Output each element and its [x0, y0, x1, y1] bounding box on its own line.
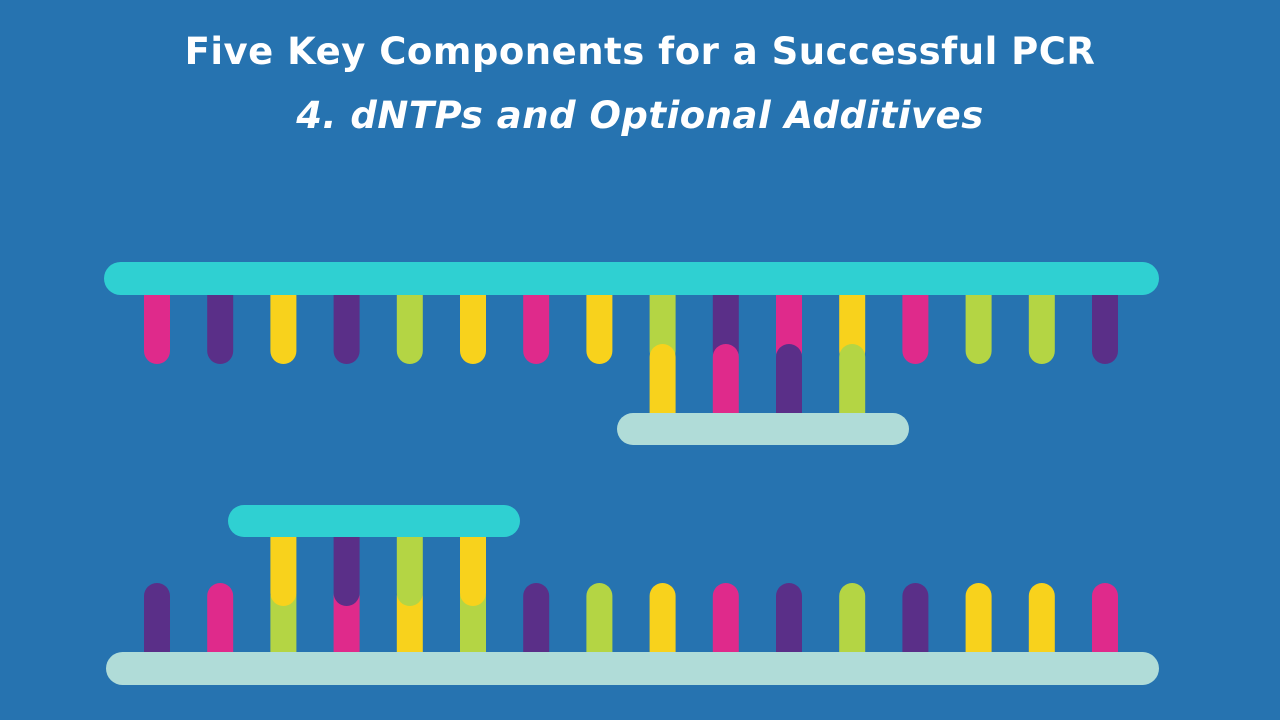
top-primer-base — [839, 344, 866, 428]
strands-layer — [104, 262, 1159, 685]
top-template-base — [776, 276, 802, 364]
page-subtitle: 4. dNTPs and Optional Additives — [296, 94, 984, 137]
bottom-template-base — [902, 583, 929, 668]
top-template-base — [839, 276, 866, 364]
bottom-template-base — [1092, 583, 1118, 668]
bottom-template-base — [144, 583, 170, 668]
top-template-base — [586, 276, 613, 364]
bases-layer — [144, 276, 1118, 668]
top-template-base — [460, 276, 486, 364]
bottom-primer-base — [460, 520, 486, 606]
bottom-primer-base — [270, 520, 297, 606]
top-template-base — [712, 276, 739, 364]
top-template-base — [1028, 276, 1055, 364]
top-template-base — [396, 276, 423, 364]
bottom-template-base — [207, 583, 234, 668]
top-primer-base — [712, 344, 739, 428]
top-template-base — [965, 276, 992, 364]
bottom-template-base — [1028, 583, 1055, 668]
top-template-base — [207, 276, 234, 364]
bottom-primer-strand — [228, 505, 520, 537]
bottom-template-strand — [106, 652, 1159, 685]
top-primer-base — [649, 344, 676, 428]
top-template-base — [902, 276, 929, 364]
bottom-template-base — [586, 583, 613, 668]
top-template-base — [270, 276, 297, 364]
top-primer-strand — [617, 413, 909, 445]
top-template-base — [144, 276, 170, 364]
top-template-base — [333, 276, 360, 364]
bottom-template-base — [649, 583, 676, 668]
bottom-template-base — [965, 583, 992, 668]
page-title: Five Key Components for a Successful PCR — [184, 30, 1096, 73]
bottom-template-base — [712, 583, 739, 668]
top-template-strand — [104, 262, 1159, 295]
bottom-primer-base — [396, 520, 423, 606]
top-template-base — [1092, 276, 1118, 364]
bottom-template-base — [523, 583, 550, 668]
top-template-base — [649, 276, 676, 364]
bottom-template-base — [776, 583, 802, 668]
bottom-primer-base — [333, 520, 360, 606]
top-template-base — [523, 276, 550, 364]
bottom-template-base — [839, 583, 866, 668]
top-primer-base — [776, 344, 802, 428]
